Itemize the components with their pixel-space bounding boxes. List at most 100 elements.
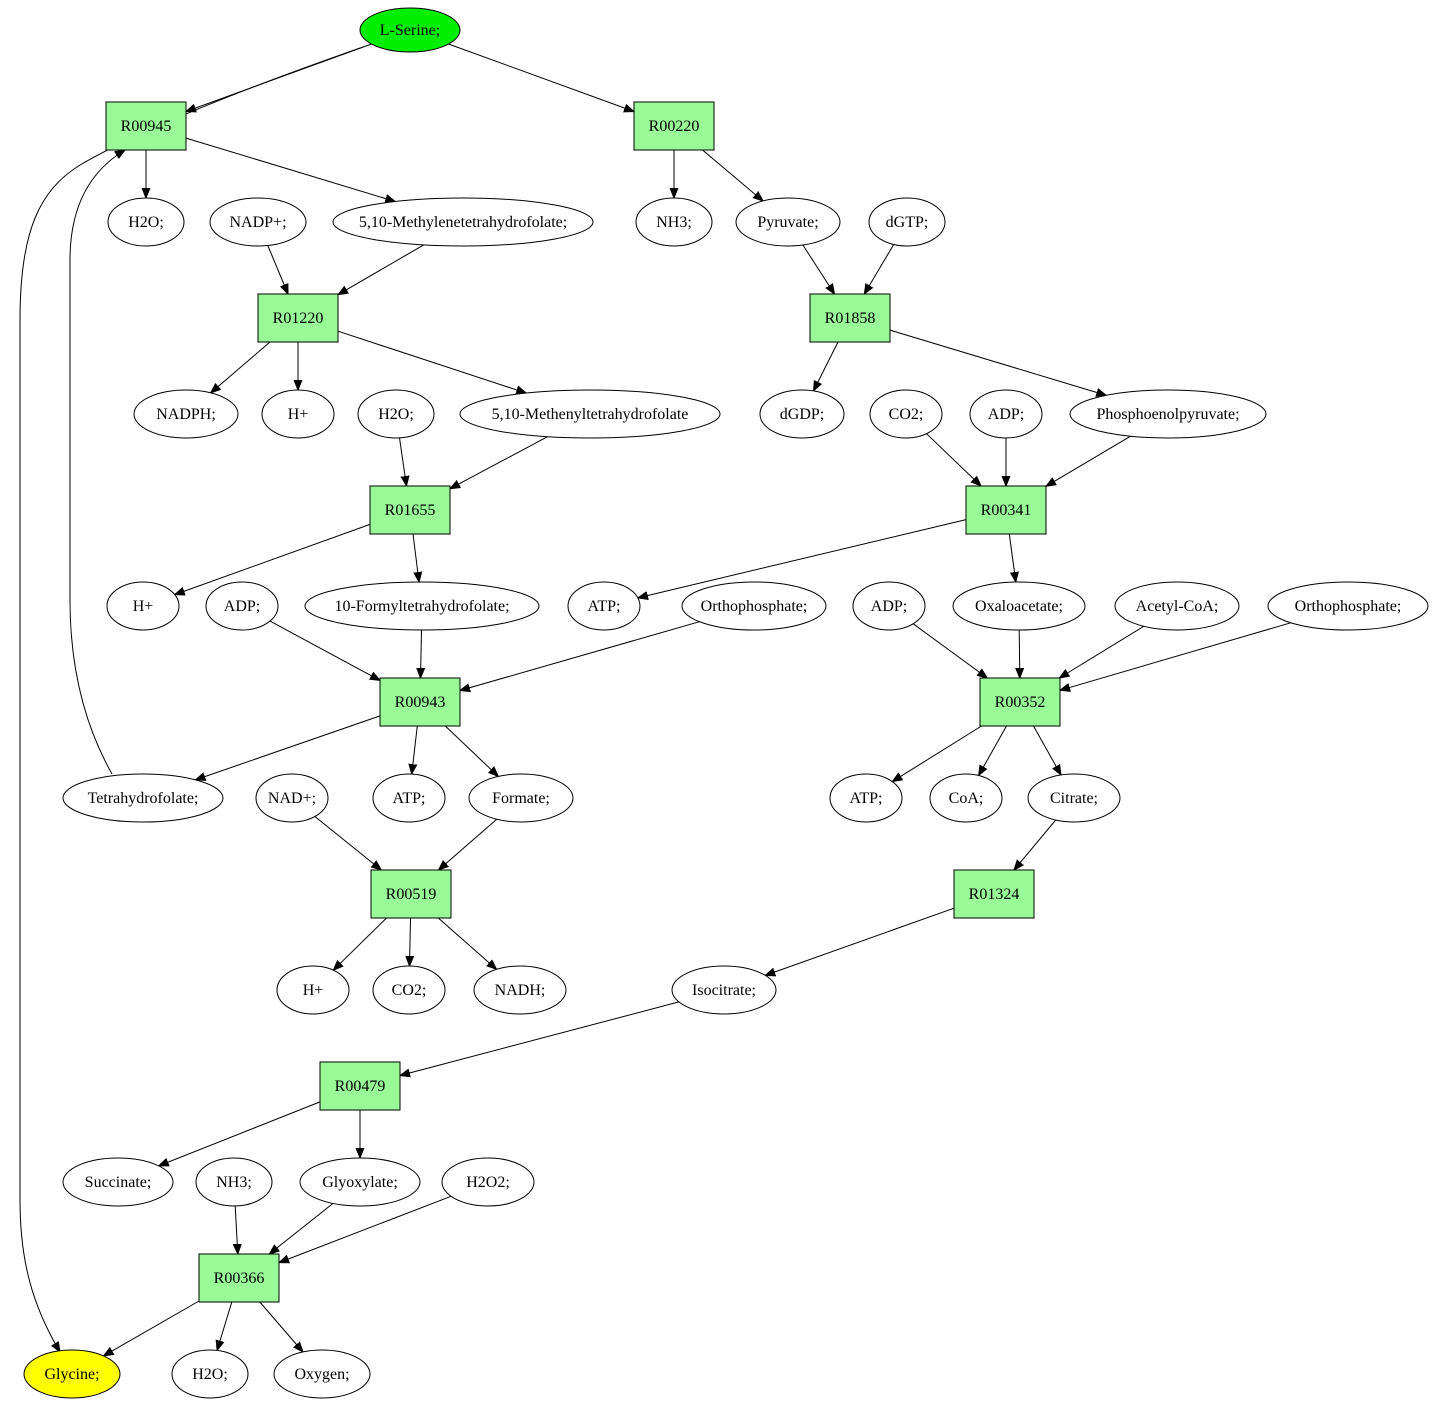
node-label: R01858 <box>825 310 876 327</box>
edge-r00519-to-co2_b <box>410 917 411 966</box>
compound-ellipse <box>829 773 903 823</box>
node-label: R00945 <box>121 118 172 135</box>
edge-oaa-to-r00352 <box>1019 629 1020 678</box>
compound-node-dgtp: dGTP; <box>868 197 946 247</box>
node-label: Glyoxylate; <box>322 1174 398 1191</box>
reaction-box <box>105 101 187 151</box>
compound-node-pep: Phosphoenolpyruvate; <box>1069 389 1267 439</box>
compound-ellipse <box>62 773 224 823</box>
edge-h2o_b-to-r01655 <box>399 437 407 486</box>
node-label: Phosphoenolpyruvate; <box>1096 406 1239 423</box>
edge-pyruvate-to-r01858 <box>802 244 835 294</box>
edge-adp_b-to-r00943 <box>269 620 380 680</box>
node-label: dGDP; <box>780 406 824 423</box>
edge-methylene-to-r01220 <box>338 244 424 295</box>
node-label: 10-Formyltetrahydrofolate; <box>334 598 509 615</box>
compound-node-atp_b: ATP; <box>372 773 446 823</box>
compound-node-nadh: NADH; <box>473 965 567 1015</box>
node-label: Glycine; <box>44 1366 99 1383</box>
edge-methenyl-to-r01655 <box>450 436 548 489</box>
reaction-box <box>369 485 451 535</box>
compound-ellipse <box>1267 581 1429 631</box>
reaction-node-r00352: R00352 <box>979 677 1061 727</box>
reaction-node-r01858: R01858 <box>809 293 891 343</box>
node-label: ADP; <box>871 598 907 615</box>
edge-r00352-to-citrate <box>1033 725 1062 775</box>
node-label: ATP; <box>393 790 426 807</box>
edge-r01655-to-hplus_b <box>175 523 371 594</box>
edge-r00352-to-coa <box>979 725 1007 776</box>
node-label: R00943 <box>395 694 446 711</box>
compound-ellipse <box>273 1349 371 1399</box>
compound-node-adp_b: ADP; <box>205 581 279 631</box>
compound-node-adp_c: ADP; <box>852 581 926 631</box>
compound-node-h2o2: H2O2; <box>441 1157 535 1207</box>
node-label: NADH; <box>495 982 546 999</box>
compound-node-atp_c: ATP; <box>829 773 903 823</box>
reaction-box <box>979 677 1061 727</box>
reaction-box <box>198 1253 280 1303</box>
node-label: H2O; <box>378 406 414 423</box>
compound-ellipse <box>1069 389 1267 439</box>
compound-node-nh3_a: NH3; <box>635 197 713 247</box>
compound-node-hplus_b: H+ <box>106 581 180 631</box>
edge-r00366-to-glycine <box>104 1300 200 1356</box>
edge-isocitrate-to-r00479 <box>400 1001 680 1076</box>
node-label: H+ <box>288 406 309 423</box>
compound-node-citrate: Citrate; <box>1027 773 1121 823</box>
compound-ellipse <box>107 197 185 247</box>
reaction-box <box>370 869 452 919</box>
compound-ellipse <box>209 197 307 247</box>
compound-node-adp_a: ADP; <box>969 389 1043 439</box>
compound-ellipse <box>106 581 180 631</box>
edge-thf-to-r00945 <box>69 150 125 775</box>
compound-ellipse <box>567 581 641 631</box>
edge-citrate-to-r01324 <box>1014 819 1057 870</box>
compound-node-pi_b: Orthophosphate; <box>1267 581 1429 631</box>
compound-ellipse <box>62 1157 174 1207</box>
edge-acoa-to-r00352 <box>1059 625 1145 678</box>
node-label: ATP; <box>588 598 621 615</box>
compound-node-glyoxylate: Glyoxylate; <box>299 1157 421 1207</box>
edge-r00479-to-succinate <box>159 1101 321 1166</box>
edge-serine-to-glycine <box>19 46 364 1352</box>
node-label: 5,10-Methenyltetrahydrofolate <box>492 406 689 423</box>
edge-r00366-to-h2o_c <box>217 1301 233 1350</box>
node-label: R00479 <box>335 1078 386 1095</box>
node-label: R00366 <box>214 1270 265 1287</box>
compound-node-serine: L-Serine; <box>359 7 461 53</box>
compound-node-formylthf: 10-Formyltetrahydrofolate; <box>304 581 540 631</box>
edge-pi_a-to-r00943 <box>460 621 700 691</box>
reaction-node-r00341: R00341 <box>965 485 1047 535</box>
compound-ellipse <box>304 581 540 631</box>
node-label: CO2; <box>392 982 427 999</box>
compound-node-glycine: Glycine; <box>23 1349 121 1399</box>
node-label: Citrate; <box>1050 790 1098 807</box>
reaction-box <box>953 869 1035 919</box>
node-label: H+ <box>303 982 324 999</box>
edge-r00341-to-atp_a <box>638 519 967 598</box>
compound-node-thf: Tetrahydrofolate; <box>62 773 224 823</box>
compound-ellipse <box>969 389 1043 439</box>
reaction-box <box>809 293 891 343</box>
node-label: H+ <box>133 598 154 615</box>
node-label: NH3; <box>656 214 692 231</box>
edge-r01858-to-pep <box>889 329 1106 395</box>
reaction-box <box>633 101 715 151</box>
node-label: Tetrahydrofolate; <box>88 790 199 807</box>
node-label: ATP; <box>850 790 883 807</box>
edge-serine-to-r00220 <box>448 43 635 112</box>
edge-r01324-to-isocitrate <box>765 907 955 975</box>
reaction-node-r00479: R00479 <box>319 1061 401 1111</box>
reaction-node-r00366: R00366 <box>198 1253 280 1303</box>
compound-node-pyruvate: Pyruvate; <box>735 197 841 247</box>
edge-r00943-to-atp_b <box>412 725 418 774</box>
edge-pep-to-r00341 <box>1046 435 1131 486</box>
compound-node-methenyl: 5,10-Methenyltetrahydrofolate <box>459 389 721 439</box>
reaction-node-r00519: R00519 <box>370 869 452 919</box>
reaction-box <box>319 1061 401 1111</box>
compound-ellipse <box>23 1349 121 1399</box>
node-label: R01220 <box>273 310 324 327</box>
